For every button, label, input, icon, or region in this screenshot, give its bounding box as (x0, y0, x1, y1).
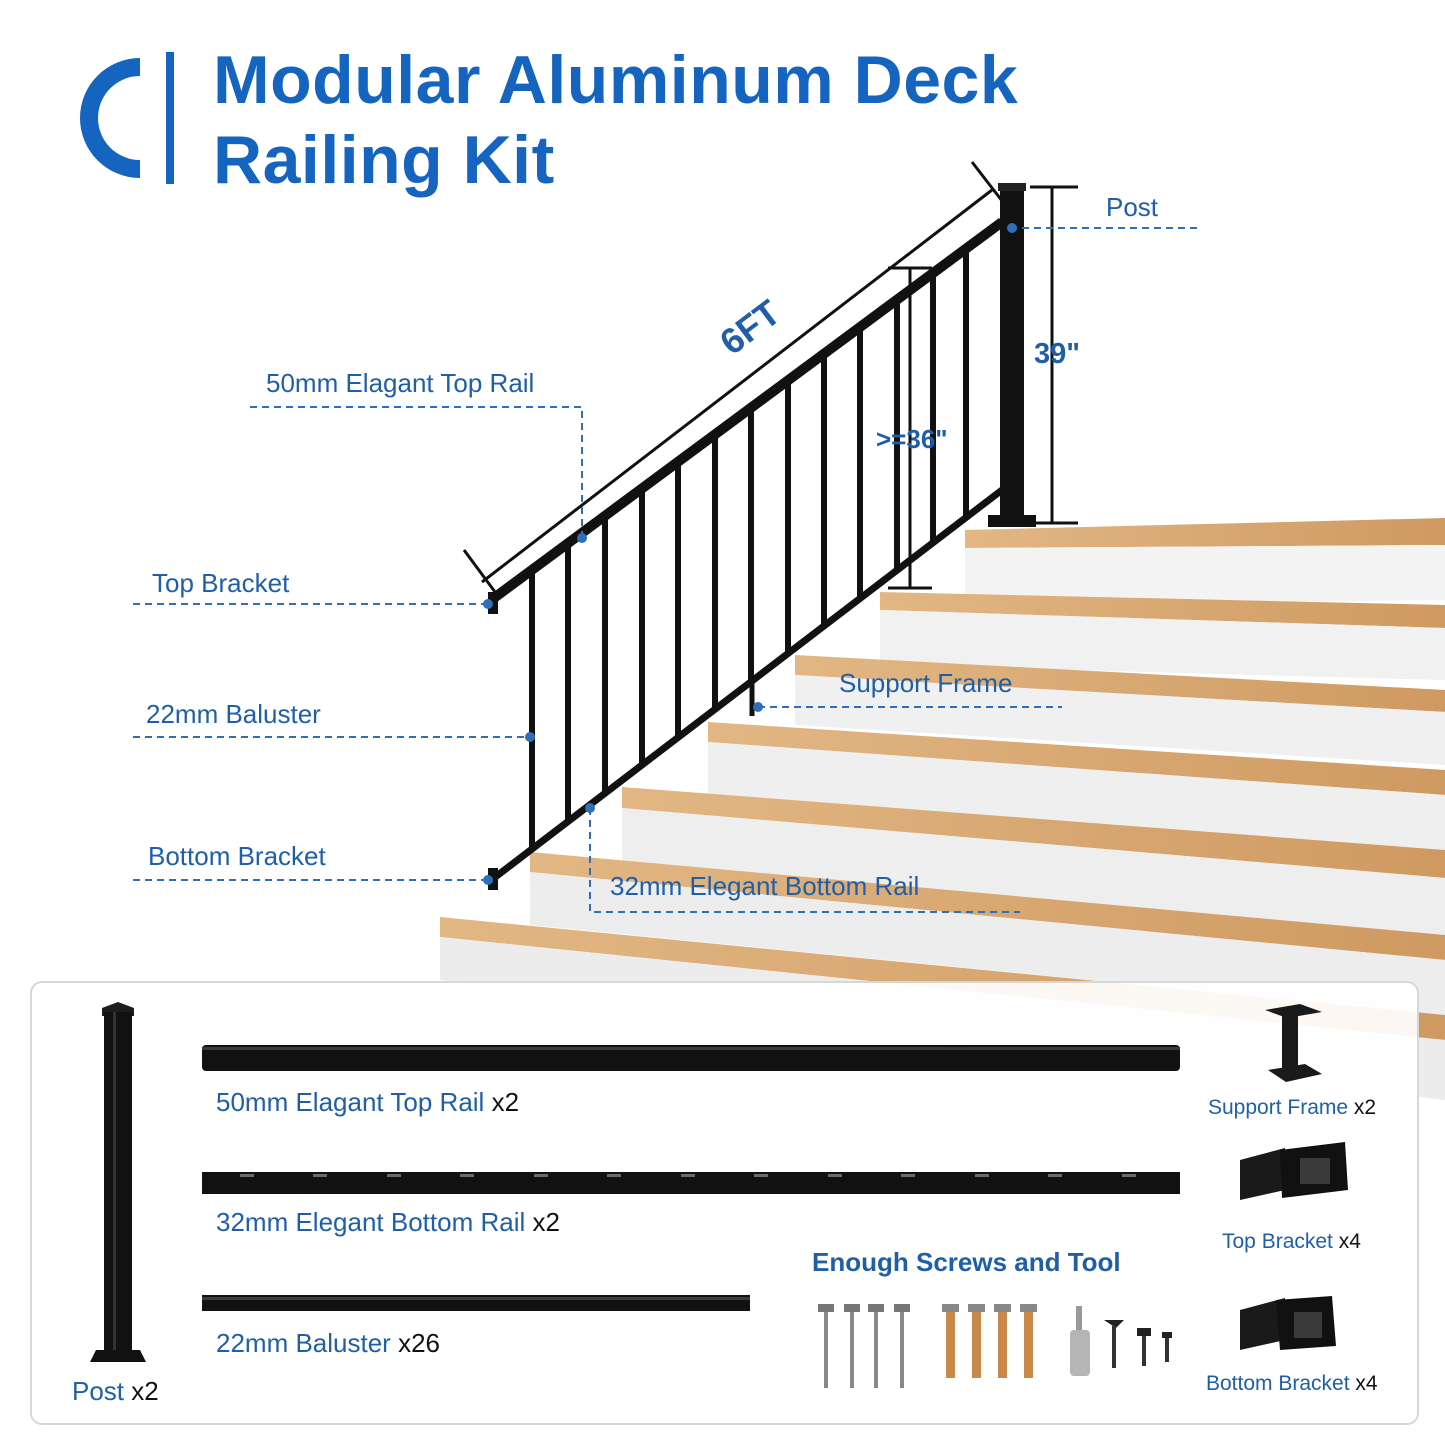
socket-tool-icon (1070, 1306, 1172, 1376)
part-name: Support Frame (1208, 1096, 1349, 1119)
length-dimension (462, 161, 1008, 597)
part-qty: x2 (491, 1087, 520, 1117)
part-qty: x26 (398, 1328, 440, 1358)
callout-baluster: 22mm Baluster (146, 699, 321, 729)
part-label-bottom-bracket: Bottom Bracket x4 (1206, 1372, 1378, 1396)
support-frame-part (1265, 1004, 1322, 1082)
bottom-rail-part (202, 1172, 1180, 1194)
screws-title: Enough Screws and Tool (812, 1247, 1121, 1277)
screw-icon (824, 1310, 904, 1388)
part-qty: x2 (131, 1376, 159, 1406)
callout-top-bracket: Top Bracket (152, 568, 290, 598)
part-qty: x2 (1353, 1096, 1377, 1119)
part-name: 22mm Baluster (216, 1328, 391, 1358)
leader-lines (133, 227, 1200, 913)
anchor-bolt-icon (942, 1304, 1037, 1378)
post-height-dimension (1030, 185, 1078, 525)
part-name: 32mm Elegant Bottom Rail (216, 1207, 526, 1237)
rail-height-label: >=36" (876, 424, 948, 454)
part-label-post: Post x2 (72, 1376, 159, 1407)
leader-dots (483, 223, 1017, 885)
callout-top-rail: 50mm Elagant Top Rail (266, 368, 535, 398)
post-part (90, 1002, 146, 1362)
part-label-top-rail: 50mm Elagant Top Rail x2 (216, 1087, 519, 1118)
part-name: Top Bracket (1222, 1230, 1333, 1253)
part-name: Bottom Bracket (1206, 1372, 1350, 1395)
logo-icon (80, 52, 174, 184)
part-name: 50mm Elagant Top Rail (216, 1087, 485, 1117)
part-label-baluster: 22mm Baluster x26 (216, 1328, 440, 1359)
part-qty: x4 (1338, 1230, 1361, 1253)
title-line-2: Railing Kit (213, 122, 555, 198)
part-label-support-frame: Support Frame x2 (1208, 1096, 1376, 1120)
page-title: Modular Aluminum Deck Railing Kit (213, 40, 1018, 200)
top-bracket-part (1240, 1142, 1348, 1200)
callout-bottom-rail: 32mm Elegant Bottom Rail (610, 871, 920, 901)
callout-post: Post (1106, 192, 1159, 222)
part-label-top-bracket: Top Bracket x4 (1222, 1230, 1361, 1254)
title-line-1: Modular Aluminum Deck (213, 42, 1019, 118)
callout-support-frame: Support Frame (839, 668, 1013, 698)
part-label-bottom-rail: 32mm Elegant Bottom Rail x2 (216, 1207, 560, 1238)
part-name: Post (72, 1376, 125, 1406)
post-height-label: 39" (1034, 338, 1081, 370)
rail-height-dimension (888, 266, 932, 590)
part-qty: x4 (1355, 1372, 1378, 1395)
top-rail-part (202, 1045, 1180, 1071)
bottom-bracket-part (1240, 1296, 1336, 1350)
callout-bottom-bracket: Bottom Bracket (148, 841, 326, 871)
part-qty: x2 (532, 1207, 560, 1237)
